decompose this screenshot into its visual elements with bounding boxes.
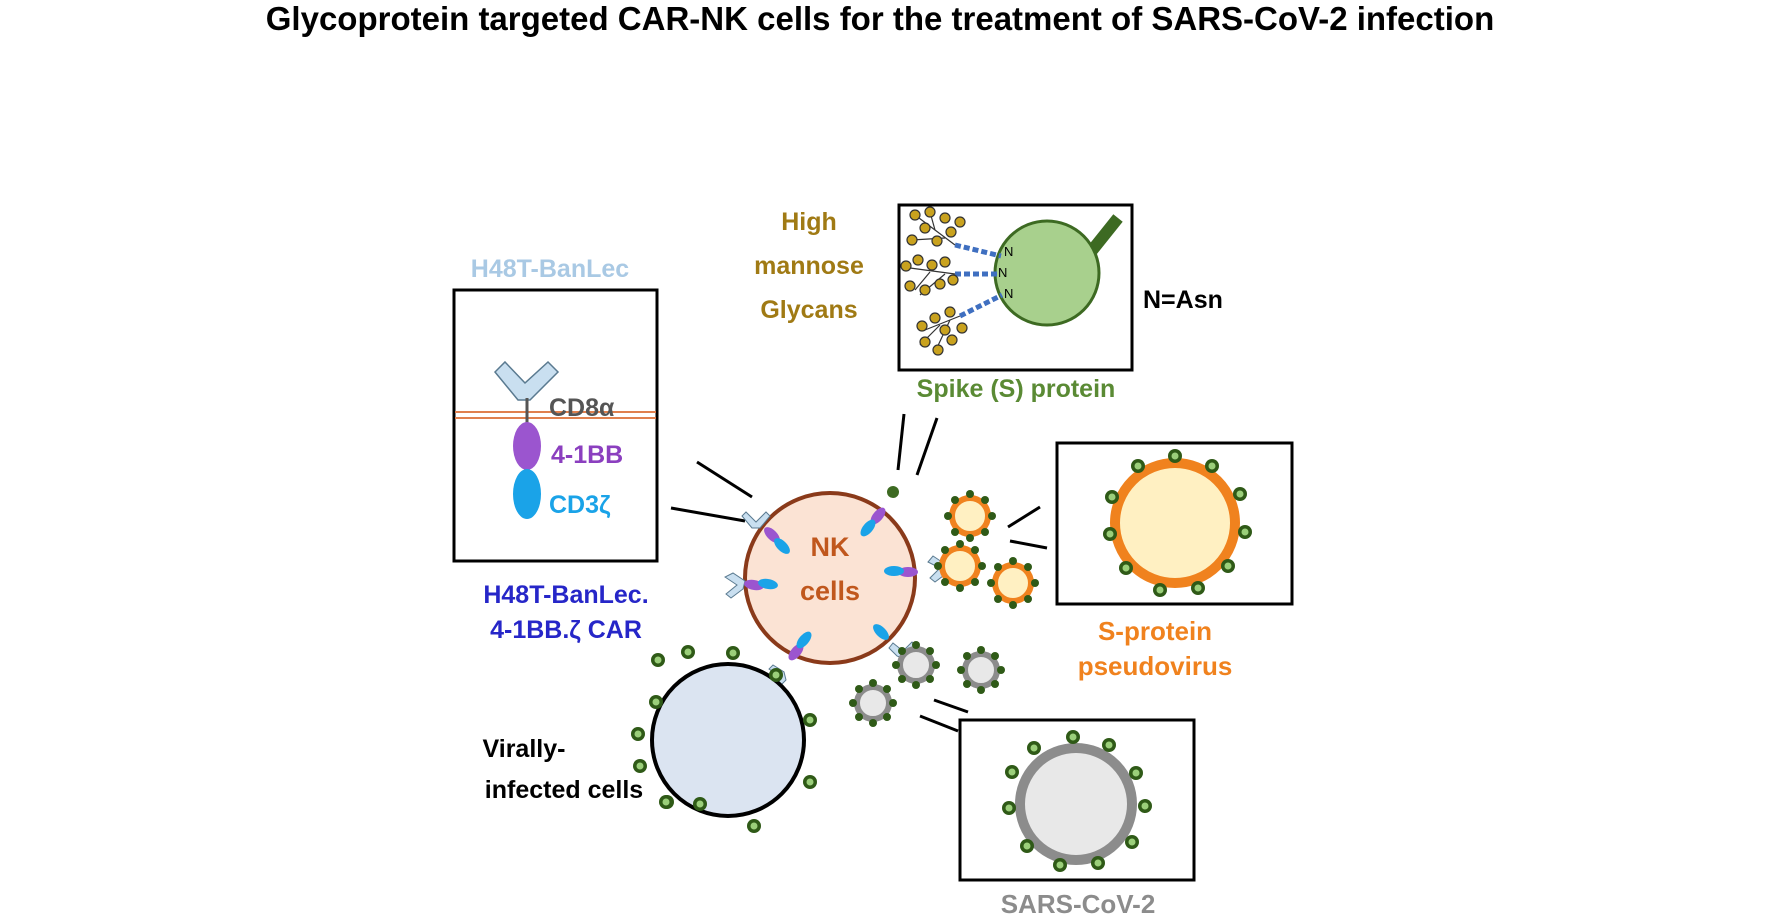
callout-line-pseudo-2 [1009,539,1048,550]
banlec-header: H48T-BanLec [471,255,629,283]
pseudovirus-particle-icon [987,557,1039,609]
infected-cell-body-icon [650,662,806,818]
sars-large-icon [1015,743,1137,865]
sars-label: SARS-CoV-2 [1001,889,1156,918]
glycan-label-line2: mannose [754,252,864,280]
car-caption-line2: 4-1BB.ζ CAR [490,616,642,644]
car-box-frame [452,288,659,563]
asn-letter-2: N [998,265,1007,280]
glycan-tree-icon [906,206,966,247]
sars-particle-icon [892,641,940,689]
car-caption-line1: H48T-BanLec. [483,581,648,609]
car-receptor-icon [860,486,899,537]
callout-line-sars-2 [919,714,959,733]
nk-label-line2: cells [800,576,860,606]
pseudovirus-panel: S-protein pseudovirus [1055,441,1294,681]
pseudovirus-particle-icon [934,540,986,592]
spike-caption: Spike (S) protein [917,375,1116,403]
callout-line-pseudo-1 [1007,505,1041,529]
callout-line-spike-2 [915,417,939,476]
callout-line-car-1 [696,460,753,499]
pseudovirus-particle-icon [944,490,996,542]
glycan-linker-3 [958,292,1004,319]
sars-particle-icon [849,679,897,727]
banlec-domain-icon [493,360,560,401]
asn-letter-1: N [1004,244,1013,259]
nk-cell-body-icon [743,491,917,665]
asn-letter-3: N [1004,286,1013,301]
sars-panel: SARS-CoV-2 [958,718,1196,918]
infected-label-line2: infected cells [485,776,643,804]
nk-label-line1: NK [811,532,850,562]
glycan-tree-icon [900,254,959,296]
callout-line-spike-1 [896,413,906,471]
pseudovirus-label-line2: pseudovirus [1078,651,1233,681]
infected-label-line1: Virally- [483,735,566,763]
car-receptor-icon [741,511,790,554]
nk-cell: NK cells [743,491,917,665]
spike-head-icon [993,219,1101,327]
car-construct-panel: H48T-BanLec CD8α 4-1BB CD3ζ H48T-BanLec.… [452,255,659,644]
pseudovirus-label-line1: S-protein [1098,616,1212,646]
bb41-label: 4-1BB [551,441,623,469]
callout-line-car-2 [670,506,746,523]
spike-protein-panel: High mannose Glycans N N N N [754,203,1223,403]
cd8a-label: CD8α [549,394,615,422]
glycan-tree-icon [916,306,968,356]
page-title: Glycoprotein targeted CAR-NK cells for t… [266,0,1494,37]
glycan-label-line1: High [781,208,837,236]
glycan-label-line3: Glycans [760,296,857,324]
glycan-linker-1 [954,242,1002,259]
car-receptor-icon [724,572,778,599]
cd3z-domain-icon [513,469,541,519]
pseudovirus-large-icon [1110,458,1240,588]
bb41-domain-icon [513,422,541,470]
callout-line-sars-1 [933,698,969,714]
cd3z-label: CD3ζ [549,491,611,519]
infected-cell: Virally- infected cells [483,645,817,833]
asn-note: N=Asn [1143,286,1223,314]
sars-particle-icon [957,646,1005,694]
